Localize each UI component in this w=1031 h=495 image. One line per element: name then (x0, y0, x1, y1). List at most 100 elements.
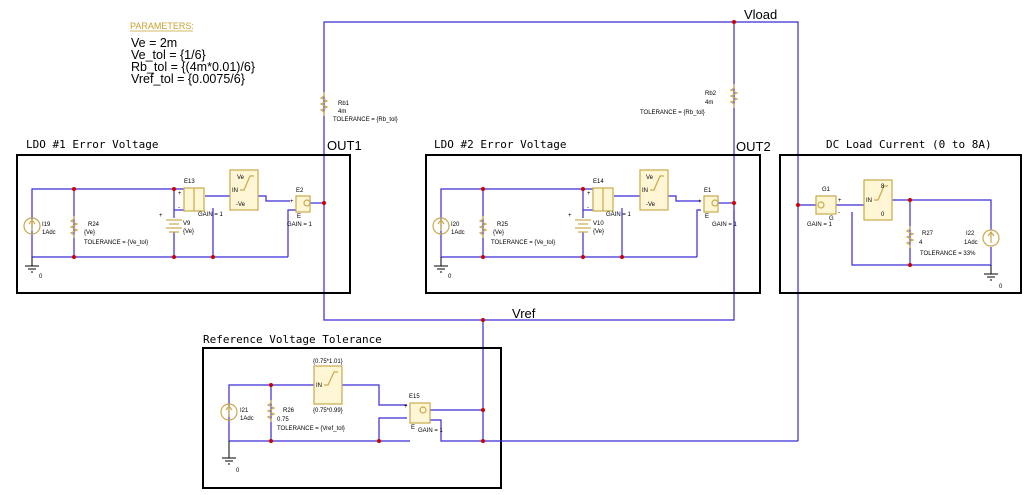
v10-name: V10 (593, 221, 604, 227)
e2-gain: GAIN = 1 (287, 222, 313, 228)
limiter-in: IN (642, 188, 648, 194)
limiter-vref[interactable] (313, 365, 343, 405)
i22-name: I22 (966, 231, 975, 237)
limiter-in: IN (866, 198, 872, 204)
vload-net (323, 21, 799, 441)
resistor-r25[interactable] (478, 216, 488, 238)
g1-name: G1 (822, 187, 831, 193)
block-title-ldo1: LDO #1 Error Voltage (26, 138, 158, 151)
rb2-tolerance: TOLERANCE = {Rb_tol} (640, 110, 705, 116)
e15-name: E15 (409, 394, 420, 400)
block-ldo2 (425, 154, 761, 294)
e1-name: E1 (704, 188, 712, 194)
e14-minus: - (587, 205, 589, 211)
i19-value: 1Adc (42, 230, 56, 236)
vcvs-e13[interactable] (183, 187, 205, 212)
limiter-ldo2[interactable] (639, 169, 669, 211)
vref-net (323, 200, 735, 321)
e1-gain: GAIN = 1 (712, 222, 738, 228)
v10-plus: + (568, 213, 572, 219)
resistor-r26[interactable] (266, 400, 276, 422)
vcvs-e15[interactable] (409, 402, 431, 424)
limiter-lo: {0.75*0.99} (313, 408, 343, 414)
block-vref (202, 347, 502, 489)
vcvs-e2[interactable] (295, 195, 311, 213)
r24-tolerance: TOLERANCE = {Ve_tol} (84, 240, 148, 246)
voltage-source-v10[interactable] (575, 219, 591, 233)
resistor-rb1[interactable] (319, 92, 329, 116)
ground-label: 0 (448, 274, 452, 280)
e13-name: E13 (184, 179, 195, 185)
limiter-dc[interactable] (863, 179, 893, 221)
e2-name: E2 (296, 188, 304, 194)
e1-plus: + (698, 199, 702, 205)
vcvs-e14[interactable] (592, 187, 614, 212)
r24-name: R24 (88, 222, 100, 228)
net-label-out1: OUT1 (327, 138, 362, 153)
limiter-in: IN (232, 188, 238, 194)
block-dc-load (779, 154, 1022, 294)
e15-plus: + (404, 404, 408, 410)
ground-ldo1 (25, 257, 39, 273)
rb1-value: 4m (338, 109, 346, 115)
block-title-ldo2: LDO #2 Error Voltage (434, 138, 566, 151)
param-line: Ve = 2m (131, 36, 177, 50)
resistor-rb2[interactable] (729, 84, 739, 108)
limiter-hi: Ve (646, 175, 654, 181)
limiter-lo: -Ve (236, 202, 246, 208)
block-title-vref: Reference Voltage Tolerance (203, 333, 382, 346)
limiter-hi: 8 (881, 184, 885, 190)
net-label-out2: OUT2 (736, 139, 771, 154)
e13-plus: + (178, 191, 182, 197)
ground-ldo2 (434, 257, 448, 273)
current-source-i22[interactable] (982, 229, 1000, 247)
e15-gain: GAIN = 1 (418, 428, 444, 434)
ground-label: 0 (999, 284, 1003, 290)
limiter-lo: -Ve (646, 202, 656, 208)
r25-tolerance: TOLERANCE = {Ve_tol} (491, 240, 555, 246)
current-source-i19[interactable] (23, 217, 41, 235)
parameters-header: PARAMETERS: (130, 21, 194, 31)
r26-name: R26 (283, 408, 295, 414)
e1-pin-e: E (705, 214, 709, 220)
e2-pin-e: E (297, 214, 301, 220)
rb2-value: 4m (705, 100, 713, 106)
e15-pin-e: E (411, 425, 415, 431)
vccs-g1[interactable] (815, 195, 837, 215)
rb2-name: Rb2 (705, 91, 717, 97)
i19-name: I19 (42, 222, 51, 228)
limiter-in: IN (316, 383, 322, 389)
e13-gain: GAIN = 1 (198, 212, 224, 218)
resistor-r24[interactable] (69, 216, 79, 238)
param-line: Rb_tol = {(4m*0.01)/6} (131, 60, 255, 74)
ground-vref (222, 441, 236, 465)
g1-pin-g: G (829, 216, 834, 222)
param-line: Vref_tol = {0.0075/6} (131, 72, 245, 86)
ground-label: 0 (236, 468, 240, 474)
voltage-source-v9[interactable] (166, 219, 182, 233)
i20-name: I20 (451, 222, 460, 228)
current-source-i21[interactable] (220, 403, 238, 421)
v9-name: V9 (183, 221, 191, 227)
net-label-vload: Vload (744, 7, 777, 22)
ground-dc (984, 265, 998, 281)
limiter-ldo1[interactable] (229, 169, 259, 211)
e14-gain: GAIN = 1 (606, 212, 632, 218)
current-source-i20[interactable] (432, 217, 450, 235)
g1-minus: - (838, 210, 840, 216)
resistor-r27[interactable] (905, 226, 915, 248)
e2-plus: + (290, 199, 294, 205)
ground-label: 0 (39, 274, 43, 280)
i22-value: 1Adc (964, 240, 978, 246)
i21-name: I21 (240, 408, 249, 414)
r27-value: 4 (919, 240, 923, 246)
block-ldo1 (16, 154, 351, 294)
vcvs-e1[interactable] (703, 195, 719, 213)
v10-value: {Ve} (593, 229, 604, 235)
i21-value: 1Adc (240, 416, 254, 422)
i22-tolerance: TOLERANCE = 33% (920, 251, 976, 257)
limiter-hi: {0.75*1.01} (313, 359, 343, 365)
net-label-vref: Vref (512, 306, 536, 321)
rb1-tolerance: TOLERANCE = {Rb_tol} (333, 117, 398, 123)
